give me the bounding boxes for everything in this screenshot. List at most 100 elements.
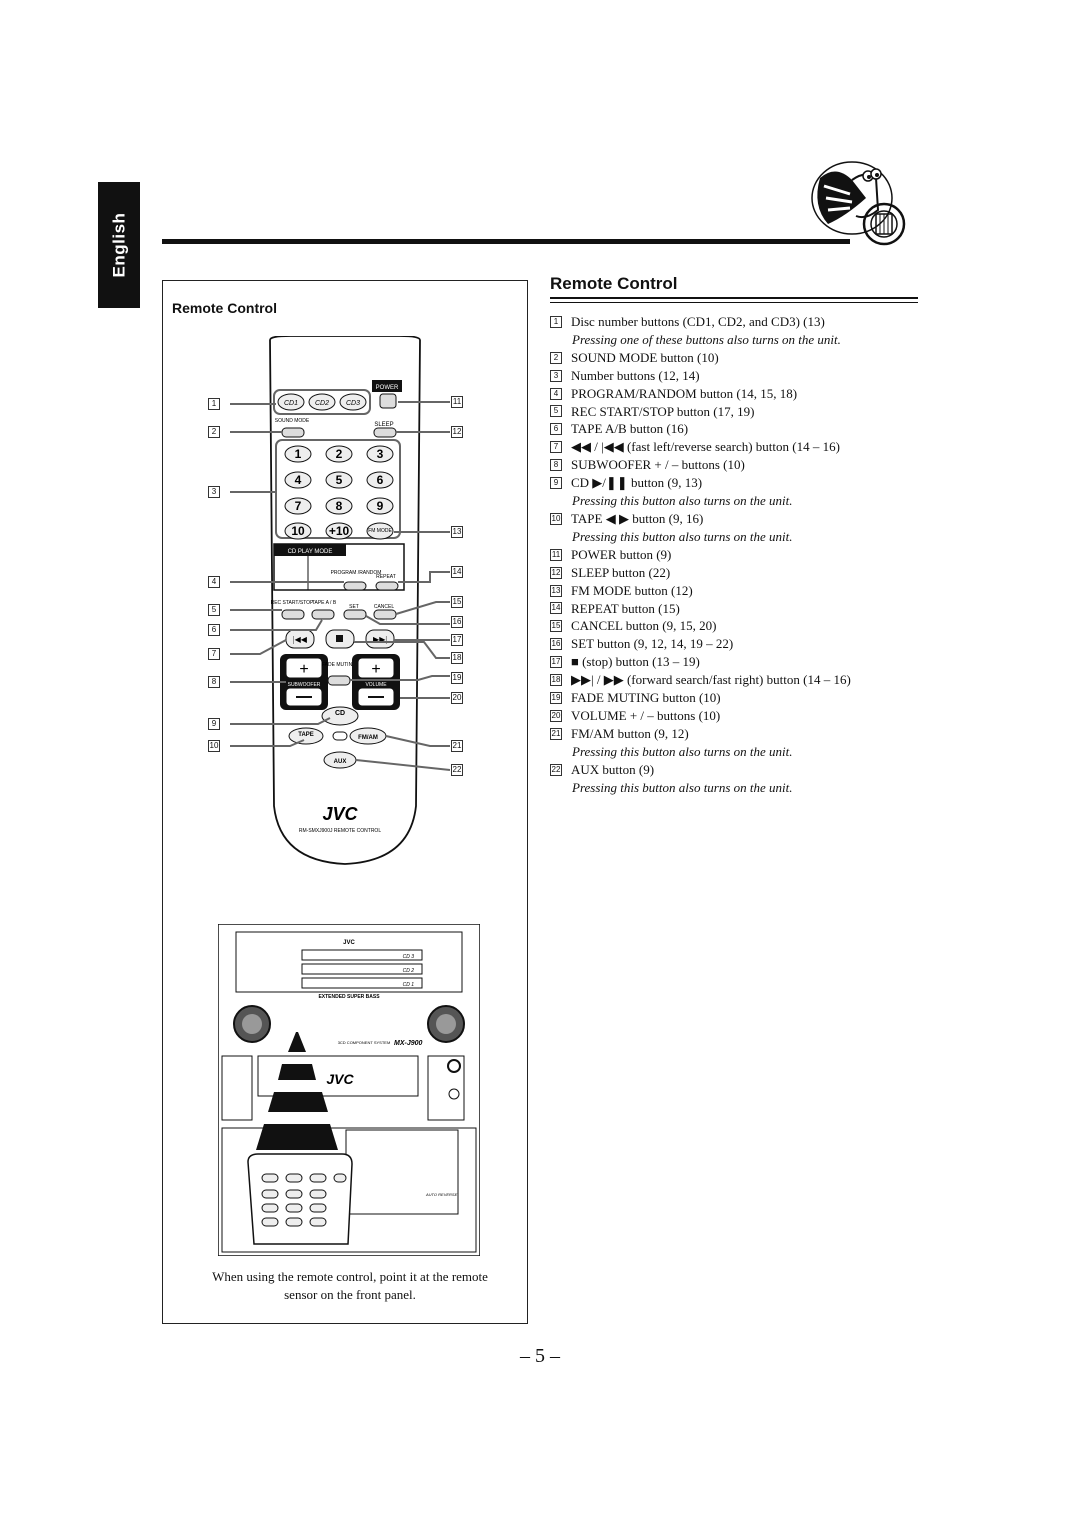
remote-power-label: POWER — [376, 385, 399, 391]
item-note: Pressing this button also turns on the u… — [572, 743, 793, 759]
remote-digit-1: 1 — [295, 447, 302, 461]
remote-repeat-label: REPEAT — [376, 574, 396, 580]
callout-left: 8 — [208, 676, 220, 688]
remote-digit-3: 3 — [377, 447, 384, 461]
callout-left: 7 — [208, 648, 220, 660]
item-number: 13 — [550, 584, 562, 597]
remote-digit-7: 7 — [295, 499, 302, 513]
item-note: Pressing this button also turns on the u… — [572, 779, 793, 795]
svg-text:▶▶|: ▶▶| — [373, 635, 387, 644]
unit-auto-reverse: AUTO REVERSE — [425, 1192, 458, 1197]
list-item: 17 ■ (stop) button (13 – 19) — [550, 653, 930, 671]
remote-rec-label: REC START/STOP — [271, 600, 314, 606]
item-number: 20 — [550, 709, 562, 722]
item-number: 10 — [550, 512, 562, 525]
remote-set-label: SET — [349, 604, 359, 610]
stereo-unit-illustration: JVC CD 3 CD 2 CD 1 EXTENDED SUPER BASS 3… — [218, 924, 480, 1256]
remote-cd-play-mode-label: CD PLAY MODE — [288, 549, 333, 555]
top-rule — [162, 239, 850, 244]
callout-right: 20 — [451, 692, 463, 704]
item-text: SUBWOOFER + / – buttons (10) — [571, 457, 745, 473]
item-text: ■ (stop) button (13 – 19) — [571, 654, 700, 670]
callout-right: 22 — [451, 764, 463, 776]
svg-text:+: + — [299, 661, 308, 678]
heading-rule — [550, 297, 918, 299]
remote-digit-6: 6 — [377, 473, 384, 487]
item-number: 16 — [550, 638, 562, 651]
remote-digit-9: 9 — [377, 499, 384, 513]
remote-sound-mode-label: SOUND MODE — [275, 418, 310, 424]
remote-digit-plus10: +10 — [329, 524, 350, 538]
item-number: 17 — [550, 656, 562, 669]
horn-mascot-icon — [811, 161, 906, 246]
item-note: Pressing one of these buttons also turns… — [572, 331, 841, 347]
unit-top-brand: JVC — [343, 940, 355, 946]
callout-left: 2 — [208, 426, 220, 438]
item-text: ◀◀ / |◀◀ (fast left/reverse search) butt… — [571, 439, 840, 455]
item-text: SLEEP button (22) — [571, 564, 671, 580]
remote-cd2-label: CD2 — [315, 400, 329, 407]
remote-illustration-panel — [162, 280, 528, 1324]
remote-fade-muting-label: FADE MUTING — [322, 662, 356, 668]
callout-right: 14 — [451, 566, 463, 578]
list-item: 12 SLEEP button (22) — [550, 564, 930, 582]
item-text: ▶▶| / ▶▶ (forward search/fast right) but… — [571, 672, 851, 688]
item-text: SOUND MODE button (10) — [571, 349, 719, 365]
remote-fm-mode-label: FM MODE — [368, 528, 392, 534]
item-number: 4 — [550, 387, 562, 400]
item-number: 6 — [550, 423, 562, 436]
language-tab: English — [98, 182, 140, 308]
unit-cd2-label: CD 2 — [403, 968, 415, 974]
callout-left: 4 — [208, 576, 220, 588]
callout-right: 13 — [451, 526, 463, 538]
list-item: 4 PROGRAM/RANDOM button (14, 15, 18) — [550, 385, 930, 403]
remote-sleep-label: SLEEP — [374, 422, 393, 428]
remote-usage-caption: When using the remote control, point it … — [212, 1269, 488, 1302]
unit-cd3-label: CD 3 — [403, 954, 415, 960]
item-note: Pressing this button also turns on the u… — [572, 528, 793, 544]
callout-right: 17 — [451, 634, 463, 646]
item-text: PROGRAM/RANDOM button (14, 15, 18) — [571, 385, 798, 401]
unit-series-text: 3CD COMPONENT SYSTEM — [338, 1040, 391, 1045]
unit-cd1-label: CD 1 — [403, 982, 415, 988]
item-number: 21 — [550, 727, 562, 740]
callout-left: 3 — [208, 486, 220, 498]
item-number: 7 — [550, 441, 562, 454]
remote-cancel-label: CANCEL — [374, 604, 395, 610]
right-panel-heading: Remote Control — [550, 274, 678, 293]
item-number: 19 — [550, 691, 562, 704]
item-text: Disc number buttons (CD1, CD2, and CD3) … — [571, 314, 825, 329]
list-item: 7 ◀◀ / |◀◀ (fast left/reverse search) but… — [550, 438, 930, 456]
remote-tape-ab-label: TAPE A / B — [312, 600, 337, 606]
remote-control-illustration: POWER CD1 CD2 CD3 SOUND MODE SLEEP 1 2 3… — [230, 336, 451, 865]
remote-cd3-label: CD3 — [346, 400, 360, 407]
callout-left: 9 — [208, 718, 220, 730]
callout-right: 19 — [451, 672, 463, 684]
item-text: FM MODE button (12) — [571, 582, 693, 598]
item-number: 22 — [550, 763, 562, 776]
callout-right: 15 — [451, 596, 463, 608]
remote-volume-label: VOLUME — [365, 682, 387, 688]
remote-digit-5: 5 — [336, 473, 343, 487]
svg-text:+: + — [371, 661, 380, 678]
item-number: 3 — [550, 369, 562, 382]
item-number: 5 — [550, 405, 562, 418]
callout-left: 10 — [208, 740, 220, 752]
remote-cd1-label: CD1 — [284, 400, 298, 407]
item-number: 12 — [550, 566, 562, 579]
page-number: – 5 – — [520, 1345, 560, 1367]
item-number: 15 — [550, 620, 562, 633]
unit-bass-text: EXTENDED SUPER BASS — [318, 994, 380, 1000]
callout-right: 18 — [451, 652, 463, 664]
